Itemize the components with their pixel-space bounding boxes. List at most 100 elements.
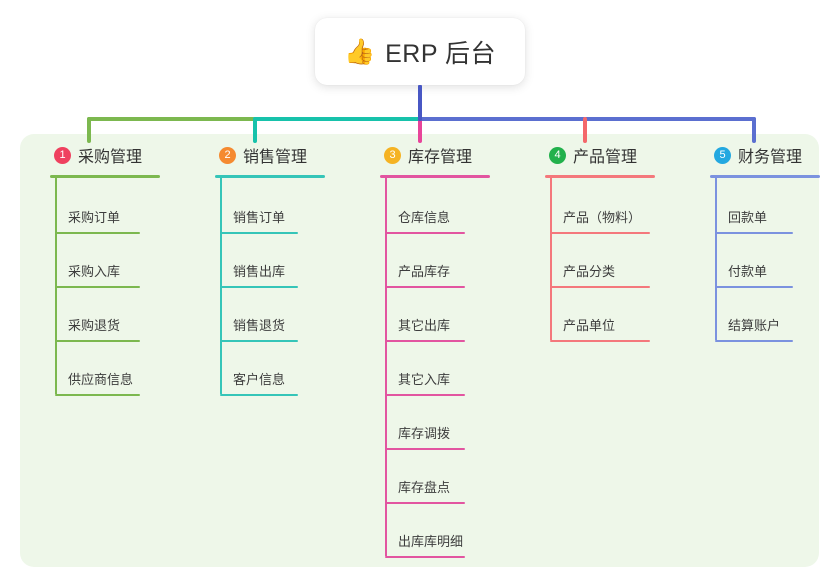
branch-item-underline bbox=[385, 448, 465, 450]
branch-item-label: 出库库明细 bbox=[398, 534, 464, 549]
branch-spine bbox=[715, 178, 717, 340]
branch-item-underline bbox=[220, 232, 298, 234]
branch-items: 回款单付款单结算账户 bbox=[696, 178, 820, 342]
branch-number-badge: 5 bbox=[714, 146, 731, 164]
branch-item-underline bbox=[715, 232, 793, 234]
branch-item[interactable]: 其它出库 bbox=[366, 288, 490, 342]
branch-item[interactable]: 销售出库 bbox=[201, 234, 325, 288]
branch-item[interactable]: 销售订单 bbox=[201, 180, 325, 234]
branch-number-badge: 4 bbox=[549, 146, 566, 164]
branch-item[interactable]: 供应商信息 bbox=[36, 342, 160, 396]
branch-item-underline bbox=[220, 340, 298, 342]
branch-item[interactable]: 回款单 bbox=[696, 180, 820, 234]
branch-item-underline bbox=[220, 286, 298, 288]
branch-item[interactable]: 产品（物料） bbox=[531, 180, 655, 234]
branch-title: 库存管理 bbox=[408, 149, 473, 166]
branch-item[interactable]: 仓库信息 bbox=[366, 180, 490, 234]
branch-header-1[interactable]: 1 采购管理 bbox=[36, 143, 160, 167]
branch-items: 采购订单采购入库采购退货供应商信息 bbox=[36, 178, 160, 396]
branch-item[interactable]: 销售退货 bbox=[201, 288, 325, 342]
drop-sales bbox=[253, 117, 257, 143]
branch-item-label: 仓库信息 bbox=[398, 210, 451, 225]
branch-item-underline bbox=[220, 394, 298, 396]
branch-underline bbox=[50, 175, 160, 178]
branch-item[interactable]: 采购订单 bbox=[36, 180, 160, 234]
branch-item-label: 供应商信息 bbox=[68, 372, 134, 387]
branch-underline bbox=[710, 175, 820, 178]
branch-header-5[interactable]: 5 财务管理 bbox=[696, 143, 820, 167]
branch-column-4: 4 产品管理产品（物料） 产品分类产品单位 bbox=[531, 143, 655, 342]
branch-item[interactable]: 产品分类 bbox=[531, 234, 655, 288]
branch-item[interactable]: 产品单位 bbox=[531, 288, 655, 342]
branch-item-underline bbox=[55, 340, 140, 342]
branch-item[interactable]: 库存盘点 bbox=[366, 450, 490, 504]
branch-item-label: 产品单位 bbox=[563, 318, 616, 333]
branch-header-3[interactable]: 3 库存管理 bbox=[366, 143, 490, 167]
branch-item[interactable]: 付款单 bbox=[696, 234, 820, 288]
branch-underline bbox=[215, 175, 325, 178]
drop-purchase bbox=[87, 117, 91, 143]
branch-title: 财务管理 bbox=[738, 149, 803, 166]
branch-item-underline bbox=[55, 232, 140, 234]
branch-spine bbox=[385, 178, 387, 556]
branch-item-label: 产品（物料） bbox=[563, 210, 642, 225]
branch-column-2: 2 销售管理销售订单销售出库销售退货客户信息 bbox=[201, 143, 325, 396]
root-node[interactable]: 👍 ERP 后台 bbox=[315, 18, 525, 85]
branch-number-badge: 2 bbox=[219, 146, 236, 164]
branch-item-underline bbox=[385, 556, 465, 558]
branch-number-badge: 3 bbox=[384, 146, 401, 164]
drop-finance bbox=[752, 117, 756, 143]
branch-item-label: 付款单 bbox=[728, 264, 768, 279]
branch-item-label: 客户信息 bbox=[233, 372, 286, 387]
branch-item-underline bbox=[550, 232, 650, 234]
branch-item[interactable]: 出库库明细 bbox=[366, 504, 490, 558]
branch-column-3: 3 库存管理仓库信息产品库存其它出库其它入库库存调拨库存盘点出库库明细 bbox=[366, 143, 490, 558]
branch-item-label: 采购入库 bbox=[68, 264, 121, 279]
branch-item-underline bbox=[55, 394, 140, 396]
branch-item-label: 采购订单 bbox=[68, 210, 121, 225]
branch-item-underline bbox=[385, 394, 465, 396]
branch-item-label: 库存调拨 bbox=[398, 426, 451, 441]
bar-teal bbox=[253, 117, 420, 121]
branch-title: 产品管理 bbox=[573, 149, 638, 166]
branch-underline bbox=[545, 175, 655, 178]
drop-inventory bbox=[418, 117, 422, 143]
branch-item-underline bbox=[385, 502, 465, 504]
branch-item-underline bbox=[385, 232, 465, 234]
branch-column-5: 5 财务管理回款单付款单结算账户 bbox=[696, 143, 820, 342]
branch-item-underline bbox=[55, 286, 140, 288]
branch-item-label: 结算账户 bbox=[728, 318, 781, 333]
branch-item-label: 销售订单 bbox=[233, 210, 286, 225]
branch-title: 采购管理 bbox=[78, 149, 143, 166]
branch-item[interactable]: 库存调拨 bbox=[366, 396, 490, 450]
branch-item-label: 销售出库 bbox=[233, 264, 286, 279]
branch-item-label: 库存盘点 bbox=[398, 480, 451, 495]
branch-item[interactable]: 结算账户 bbox=[696, 288, 820, 342]
branch-item-underline bbox=[385, 286, 465, 288]
branch-column-1: 1 采购管理采购订单采购入库采购退货供应商信息 bbox=[36, 143, 160, 396]
bar-blue bbox=[418, 117, 756, 121]
drop-product bbox=[583, 117, 587, 143]
branch-number-badge: 1 bbox=[54, 146, 71, 164]
branch-item-underline bbox=[715, 286, 793, 288]
branch-spine bbox=[550, 178, 552, 340]
branch-title: 销售管理 bbox=[243, 149, 308, 166]
branch-underline bbox=[380, 175, 490, 178]
bar-green bbox=[87, 117, 255, 121]
branch-header-2[interactable]: 2 销售管理 bbox=[201, 143, 325, 167]
root-stem-connector bbox=[418, 85, 422, 121]
branch-item[interactable]: 采购退货 bbox=[36, 288, 160, 342]
branch-item[interactable]: 产品库存 bbox=[366, 234, 490, 288]
diagram-background-panel bbox=[20, 134, 819, 567]
branch-item[interactable]: 采购入库 bbox=[36, 234, 160, 288]
branch-items: 销售订单销售出库销售退货客户信息 bbox=[201, 178, 325, 396]
branch-items: 产品（物料） 产品分类产品单位 bbox=[531, 178, 655, 342]
branch-item-label: 其它出库 bbox=[398, 318, 451, 333]
branch-item-label: 采购退货 bbox=[68, 318, 121, 333]
branch-header-4[interactable]: 4 产品管理 bbox=[531, 143, 655, 167]
branch-item[interactable]: 其它入库 bbox=[366, 342, 490, 396]
branch-items: 仓库信息产品库存其它出库其它入库库存调拨库存盘点出库库明细 bbox=[366, 178, 490, 558]
branch-item[interactable]: 客户信息 bbox=[201, 342, 325, 396]
root-title: ERP 后台 bbox=[385, 39, 497, 68]
branch-item-label: 产品库存 bbox=[398, 264, 451, 279]
